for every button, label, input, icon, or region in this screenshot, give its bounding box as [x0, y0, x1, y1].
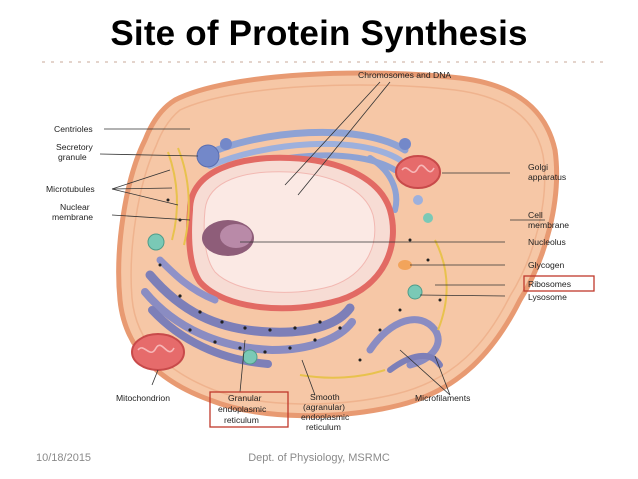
vesicle — [220, 138, 232, 150]
label-ribosomes: Ribosomes — [528, 279, 571, 289]
label-mitochondrion: Mitochondrion — [116, 393, 170, 403]
nucleoplasm — [203, 171, 376, 293]
lysosome-body — [242, 349, 258, 365]
label-granular-er-3: reticulum — [224, 415, 259, 425]
label-nucleolus: Nucleolus — [528, 237, 566, 247]
label-golgi-1: Golgi — [528, 162, 548, 172]
granular-er-highlight-box — [209, 391, 289, 428]
label-granular-er-1: Granular — [228, 393, 262, 403]
label-centrioles: Centrioles — [54, 124, 93, 134]
lysosome-body — [423, 213, 433, 223]
label-nuclear-2: membrane — [52, 212, 93, 222]
label-smooth-er-3: endoplasmic — [301, 412, 350, 422]
label-smooth-er-2: (agranular) — [303, 402, 345, 412]
mitochondrion-right — [395, 155, 441, 189]
label-secretory-1: Secretory — [56, 142, 93, 152]
label-cell-membrane-1: Cell — [528, 210, 543, 220]
lysosome-body — [147, 233, 165, 251]
label-smooth-er-4: reticulum — [306, 422, 341, 432]
label-granular-er-2: endoplasmic — [218, 404, 267, 414]
label-chromosomes: Chromosomes and DNA — [358, 70, 451, 80]
mitochondrion — [131, 333, 185, 371]
label-microfilaments: Microfilaments — [415, 393, 470, 403]
leader-lines — [99, 81, 545, 396]
cell-diagram: Chromosomes and DNA Centrioles Secretory… — [40, 60, 610, 438]
label-glycogen: Glycogen — [528, 260, 565, 270]
label-secretory-2: granule — [58, 152, 87, 162]
label-nuclear-1: Nuclear — [60, 202, 90, 212]
label-microtubules: Microtubules — [46, 184, 95, 194]
vesicle — [399, 138, 411, 150]
vesicle — [413, 195, 423, 205]
label-golgi-2: apparatus — [528, 172, 566, 182]
label-smooth-er-1: Smooth — [310, 392, 340, 402]
label-lysosome: Lysosome — [528, 292, 567, 302]
cell-inner-line — [130, 84, 546, 405]
secretory-granule — [196, 144, 220, 168]
slide-title: Site of Protein Synthesis — [110, 14, 528, 53]
footer-date: 10/18/2015 — [36, 452, 92, 464]
lysosome-body — [407, 284, 423, 300]
cell-diagram-svg: Chromosomes and DNA Centrioles Secretory… — [42, 61, 608, 432]
footer-text: Dept. of Physiology, MSRMC — [248, 452, 390, 464]
glycogen-granule — [398, 260, 412, 270]
label-cell-membrane-2: membrane — [528, 220, 569, 230]
ribosomes-highlight-box — [523, 275, 595, 292]
nucleolus-inner — [220, 224, 252, 248]
